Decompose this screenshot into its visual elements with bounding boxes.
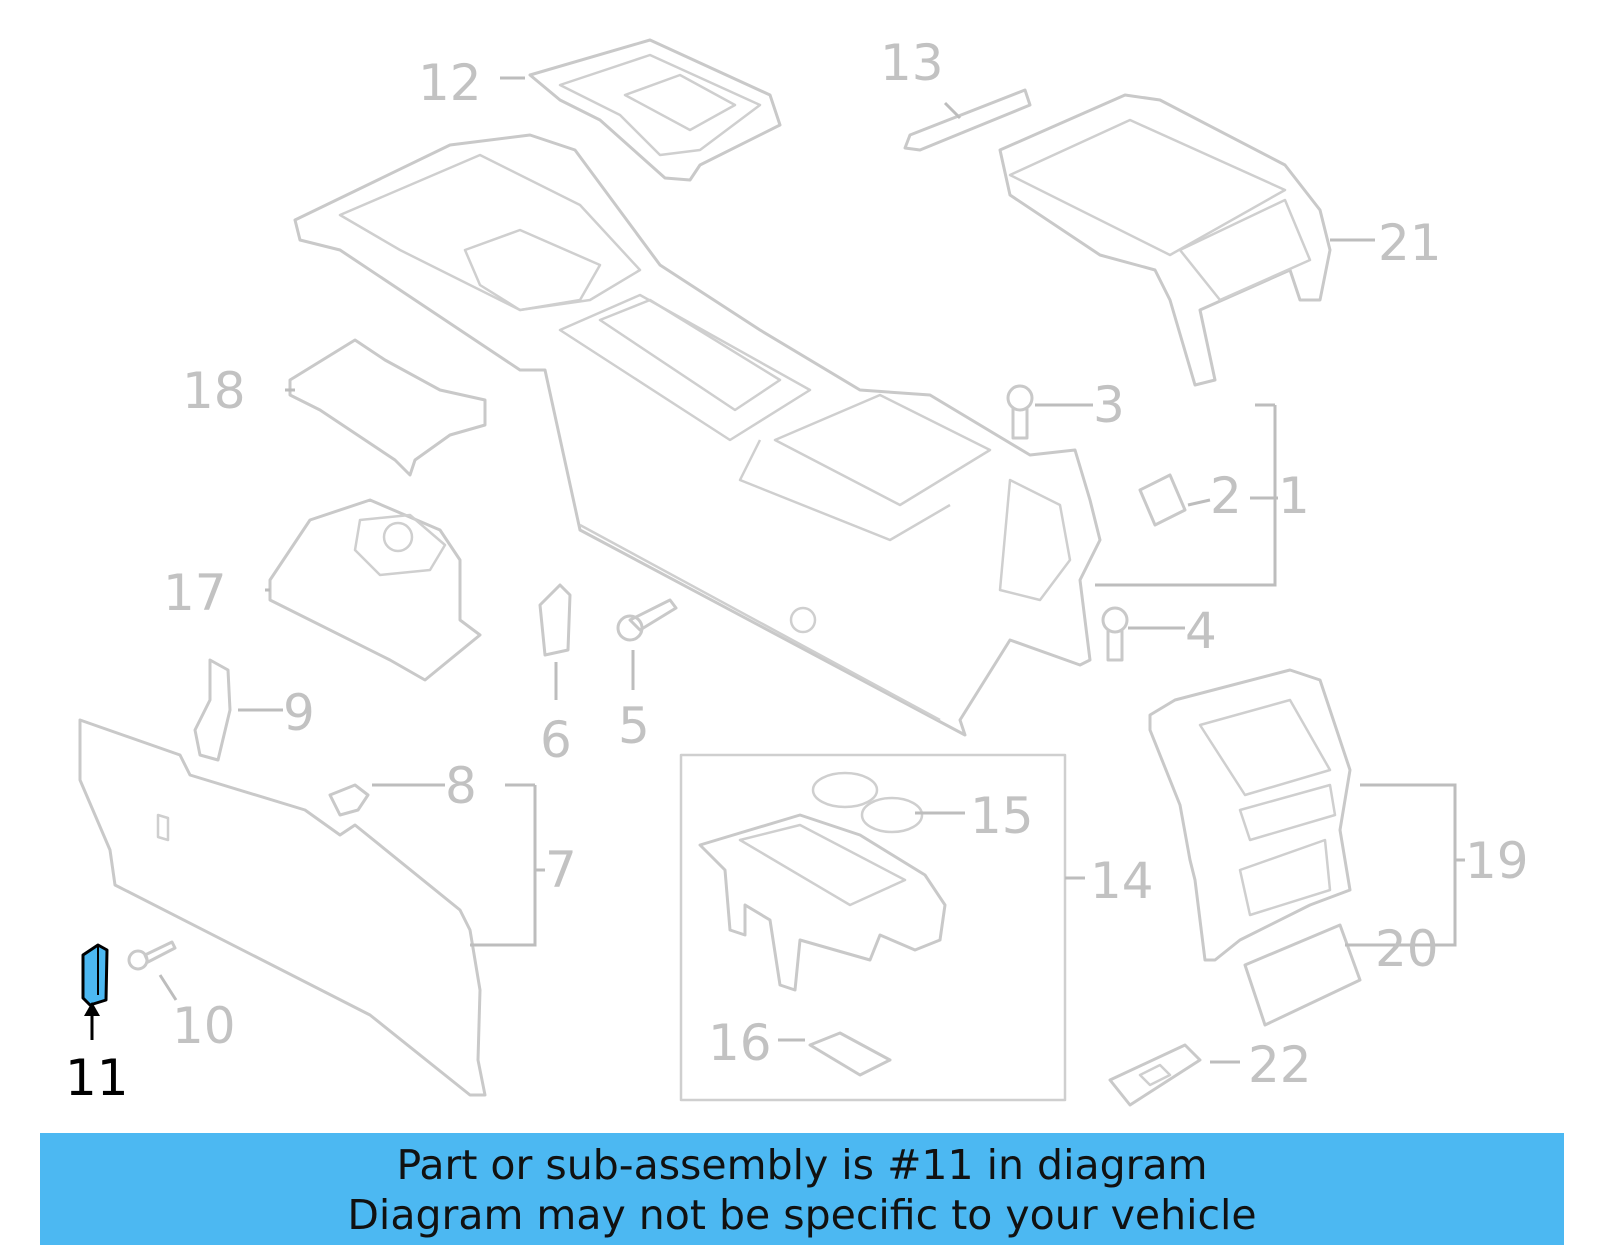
part-14-shape — [698, 813, 947, 992]
callout-2: 2 — [1210, 467, 1242, 525]
part-9-shape — [193, 658, 232, 762]
callout-8: 8 — [445, 757, 477, 815]
callout-16: 16 — [708, 1014, 772, 1072]
part-14-box — [679, 753, 1067, 1102]
callout-21: 21 — [1378, 214, 1442, 272]
part-20-shape — [1243, 923, 1362, 1027]
callout-13: 13 — [880, 34, 944, 92]
part-7-shape — [78, 718, 487, 1097]
callout-4: 4 — [1185, 602, 1217, 660]
callout-18: 18 — [182, 362, 246, 420]
callout-6: 6 — [540, 711, 572, 769]
callout-11: 11 — [65, 1049, 129, 1107]
part-21-shape — [998, 93, 1332, 387]
part-8-shape — [328, 783, 370, 817]
console-body-shape — [293, 133, 1102, 737]
callout-22: 22 — [1248, 1036, 1312, 1094]
callout-3: 3 — [1093, 376, 1125, 434]
part-4-shape — [1101, 606, 1129, 662]
callout-15: 15 — [970, 787, 1034, 845]
part-11-highlighted-shape — [81, 943, 109, 1007]
callout-5: 5 — [618, 697, 650, 755]
part-3-shape — [1006, 384, 1034, 440]
part-17-shape — [268, 498, 482, 682]
part-6-shape — [538, 583, 572, 657]
callout-9: 9 — [283, 684, 315, 742]
part-15-shape — [811, 771, 924, 834]
caption-banner: Part or sub-assembly is #11 in diagram D… — [40, 1133, 1564, 1245]
part-18-shape — [288, 338, 487, 477]
part-16-shape — [808, 1031, 892, 1077]
caption-line-1: Part or sub-assembly is #11 in diagram — [396, 1141, 1208, 1189]
part-10-shape — [127, 940, 177, 971]
callout-17: 17 — [163, 564, 227, 622]
part-19-shape — [1148, 668, 1352, 962]
callout-12: 12 — [418, 54, 482, 112]
part-12-shape — [528, 38, 782, 182]
leader-lines — [84, 76, 1465, 1064]
caption-line-2: Diagram may not be specific to your vehi… — [347, 1191, 1257, 1239]
callout-10: 10 — [172, 997, 236, 1055]
callout-20: 20 — [1375, 920, 1439, 978]
parts-diagram: 1 2 3 4 5 6 7 8 9 10 11 12 13 14 15 16 1… — [65, 34, 1529, 1107]
part-13-shape — [903, 88, 1032, 152]
callout-7: 7 — [545, 841, 577, 899]
part-5-shape — [616, 598, 678, 642]
part-2-shape — [1138, 473, 1187, 527]
callout-1: 1 — [1278, 467, 1310, 525]
callout-14: 14 — [1090, 852, 1154, 910]
callout-labels: 1 2 3 4 5 6 7 8 9 10 11 12 13 14 15 16 1… — [65, 34, 1529, 1107]
part-22-shape — [1108, 1043, 1202, 1107]
callout-19: 19 — [1465, 832, 1529, 890]
